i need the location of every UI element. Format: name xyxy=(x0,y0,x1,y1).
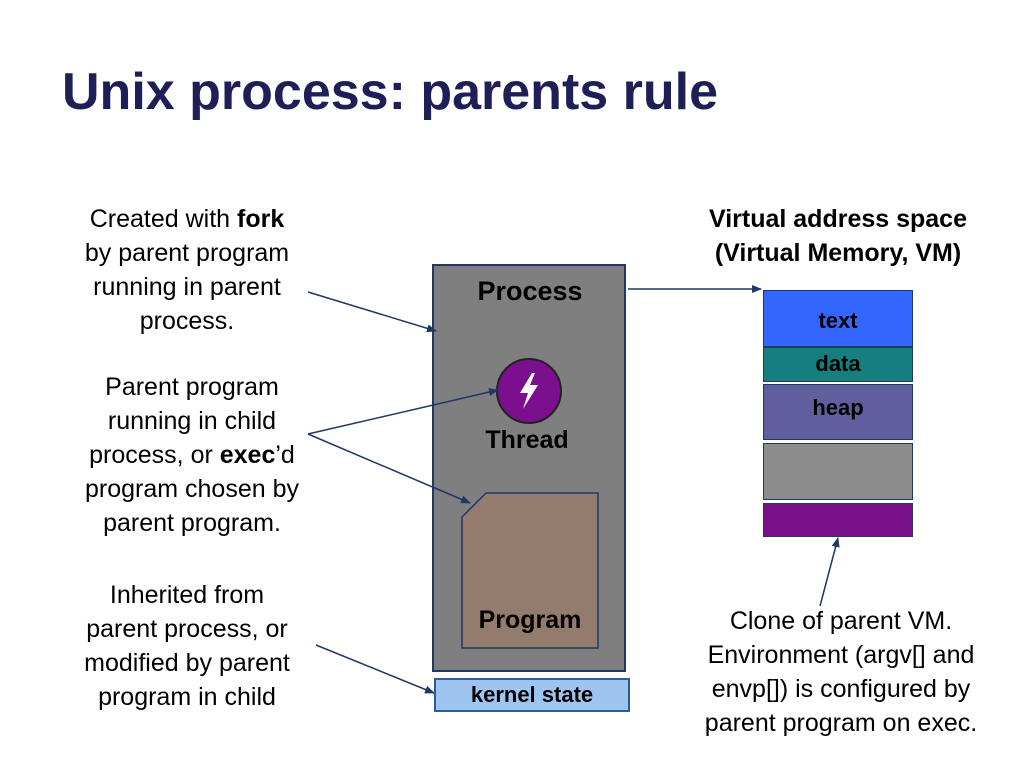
caption-fork: Created with fork by parent program runn… xyxy=(60,202,314,338)
caption-exec-line3-suffix: ’d xyxy=(275,441,295,469)
caption-exec-line4: program chosen by xyxy=(84,475,299,503)
caption-exec-line2: running in child xyxy=(107,407,277,435)
arrow-inherited-to-kernel xyxy=(315,644,435,694)
caption-fork-line1: Created with xyxy=(89,205,238,233)
slide-title: Unix process: parents rule xyxy=(62,63,718,121)
caption-inherited-line2: parent process, or xyxy=(86,615,288,643)
caption-fork-line2: by parent program xyxy=(84,239,290,267)
caption-clone: Clone of parent VM. Environment (argv[] … xyxy=(676,604,1006,740)
lightning-bolt-icon xyxy=(520,373,538,409)
process-label: Process xyxy=(477,276,583,306)
vm-segment-stack xyxy=(763,503,913,537)
vm-segment-heap: heap xyxy=(763,384,913,440)
exec-keyword: exec xyxy=(219,441,276,469)
caption-exec-line5: parent program. xyxy=(103,509,281,537)
vm-segment-unallocated xyxy=(763,443,913,500)
thread-label: Thread xyxy=(485,426,569,454)
program-label: Program xyxy=(478,606,582,634)
caption-fork-line4: process. xyxy=(139,307,235,335)
caption-clone-line4: parent program on exec. xyxy=(704,709,978,737)
caption-exec-line3-prefix: process, or xyxy=(89,441,220,469)
arrow-exec-to-program xyxy=(307,433,471,504)
caption-clone-line2: Environment (argv[] and xyxy=(707,641,975,669)
kernel-state-box: kernel state xyxy=(434,678,630,712)
caption-fork-line3: running in parent xyxy=(93,273,281,301)
thread-circle xyxy=(496,358,562,424)
vm-segment-data: data xyxy=(763,347,913,382)
vm-title-line1: Virtual address space xyxy=(708,205,967,233)
arrow-fork-to-process xyxy=(307,291,437,333)
caption-clone-line3: envp[]) is configured by xyxy=(711,675,971,703)
caption-inherited-line1: Inherited from xyxy=(109,581,265,609)
program-box xyxy=(461,492,599,649)
vm-title: Virtual address space (Virtual Memory, V… xyxy=(678,202,998,270)
caption-inherited-line3: modified by parent xyxy=(84,649,290,677)
vm-segment-text: text xyxy=(763,290,913,347)
fork-keyword: fork xyxy=(237,205,285,233)
arrow-clone-to-vm xyxy=(819,537,840,607)
caption-inherited: Inherited from parent process, or modifi… xyxy=(60,578,314,714)
caption-exec: Parent program running in child process,… xyxy=(60,370,324,540)
caption-inherited-line4: program in child xyxy=(98,683,276,711)
vm-title-line2: (Virtual Memory, VM) xyxy=(714,239,962,267)
caption-clone-line1: Clone of parent VM. xyxy=(729,607,953,635)
arrow-exec-to-thread xyxy=(307,388,499,435)
caption-exec-line1: Parent program xyxy=(105,373,279,401)
